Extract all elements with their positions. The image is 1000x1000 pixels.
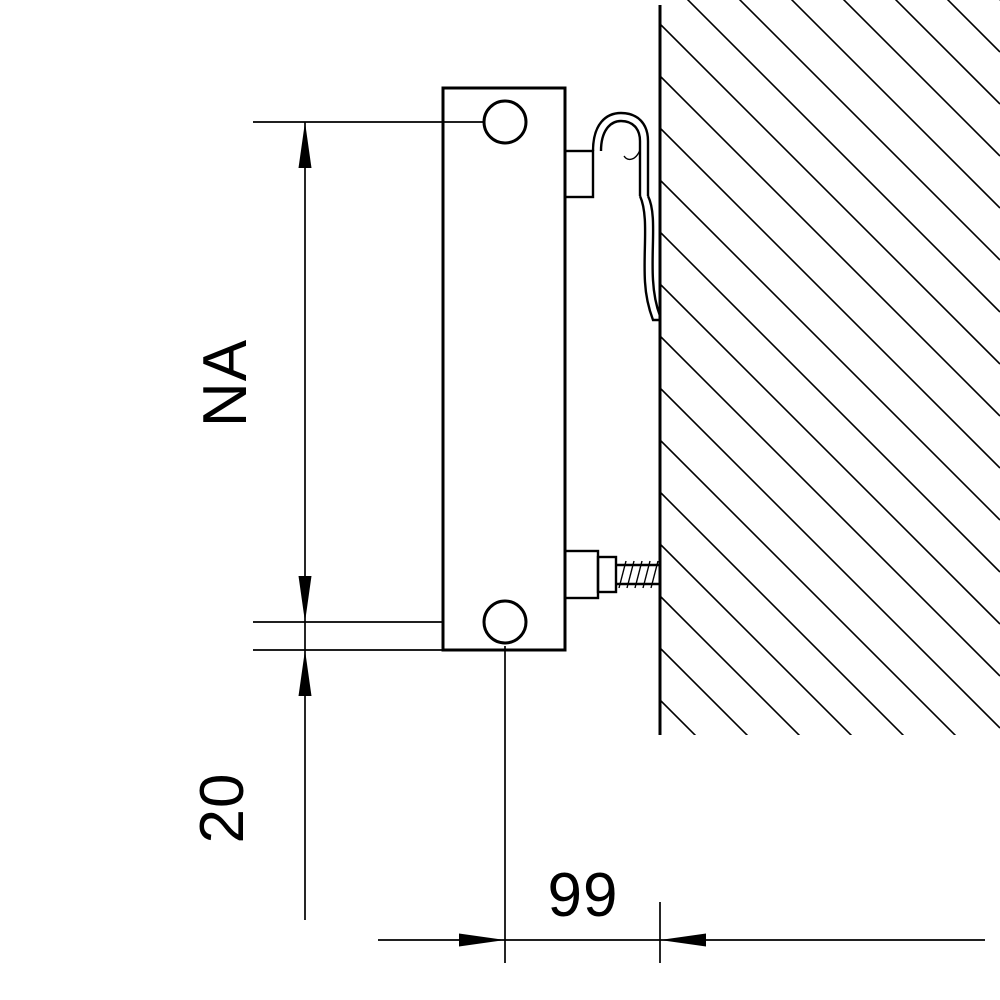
valve-body xyxy=(563,549,600,600)
hatch-line xyxy=(894,0,1000,105)
bracket-arm-outer xyxy=(646,195,662,317)
hatch-line xyxy=(660,543,853,735)
hatch-line xyxy=(946,0,1000,53)
hatch-line xyxy=(660,283,1000,625)
arrow-na-top xyxy=(298,122,312,168)
arrow-99-right xyxy=(660,933,706,947)
hatch-line xyxy=(842,0,1000,157)
bracket-lug xyxy=(563,149,595,199)
hatch-line xyxy=(660,335,1000,677)
hatch-line xyxy=(660,387,1000,729)
label-na: NA xyxy=(191,339,260,427)
hatch-line xyxy=(660,75,1000,417)
wall-hatching xyxy=(660,0,1000,735)
label-20: 20 xyxy=(188,773,257,844)
hatch-line xyxy=(660,439,957,735)
hatch-line xyxy=(738,0,1000,261)
bracket-arm-inner xyxy=(638,195,660,322)
arrow-na-bottom xyxy=(298,576,312,622)
bracket-clip-detail xyxy=(623,149,641,161)
hatch-line xyxy=(660,127,1000,469)
hatch-line xyxy=(686,0,1000,313)
thread-tick xyxy=(618,560,627,589)
thread-tick xyxy=(634,560,643,589)
hatch-line xyxy=(660,23,1000,365)
top-connection-circle xyxy=(482,99,528,145)
label-99: 99 xyxy=(548,861,619,930)
thread-tick xyxy=(626,560,635,589)
bracket-clip-outer xyxy=(591,111,650,196)
hatch-line xyxy=(660,179,1000,521)
radiator-body xyxy=(441,86,567,652)
thread-tick xyxy=(650,560,659,589)
hatch-line xyxy=(660,231,1000,573)
hatch-line xyxy=(660,699,697,735)
arrow-99-left xyxy=(459,933,505,947)
arrow-20-bottom xyxy=(298,650,312,696)
hatch-line xyxy=(660,595,801,735)
bracket-clip-inner xyxy=(599,119,642,196)
hatch-line xyxy=(660,647,749,735)
hatch-line xyxy=(660,491,905,735)
valve-union-nut xyxy=(596,555,618,594)
thread-tick xyxy=(642,560,651,589)
pipe-thread-ticks xyxy=(618,560,659,589)
bottom-connection-circle xyxy=(482,599,528,645)
hatch-line xyxy=(790,0,1000,209)
